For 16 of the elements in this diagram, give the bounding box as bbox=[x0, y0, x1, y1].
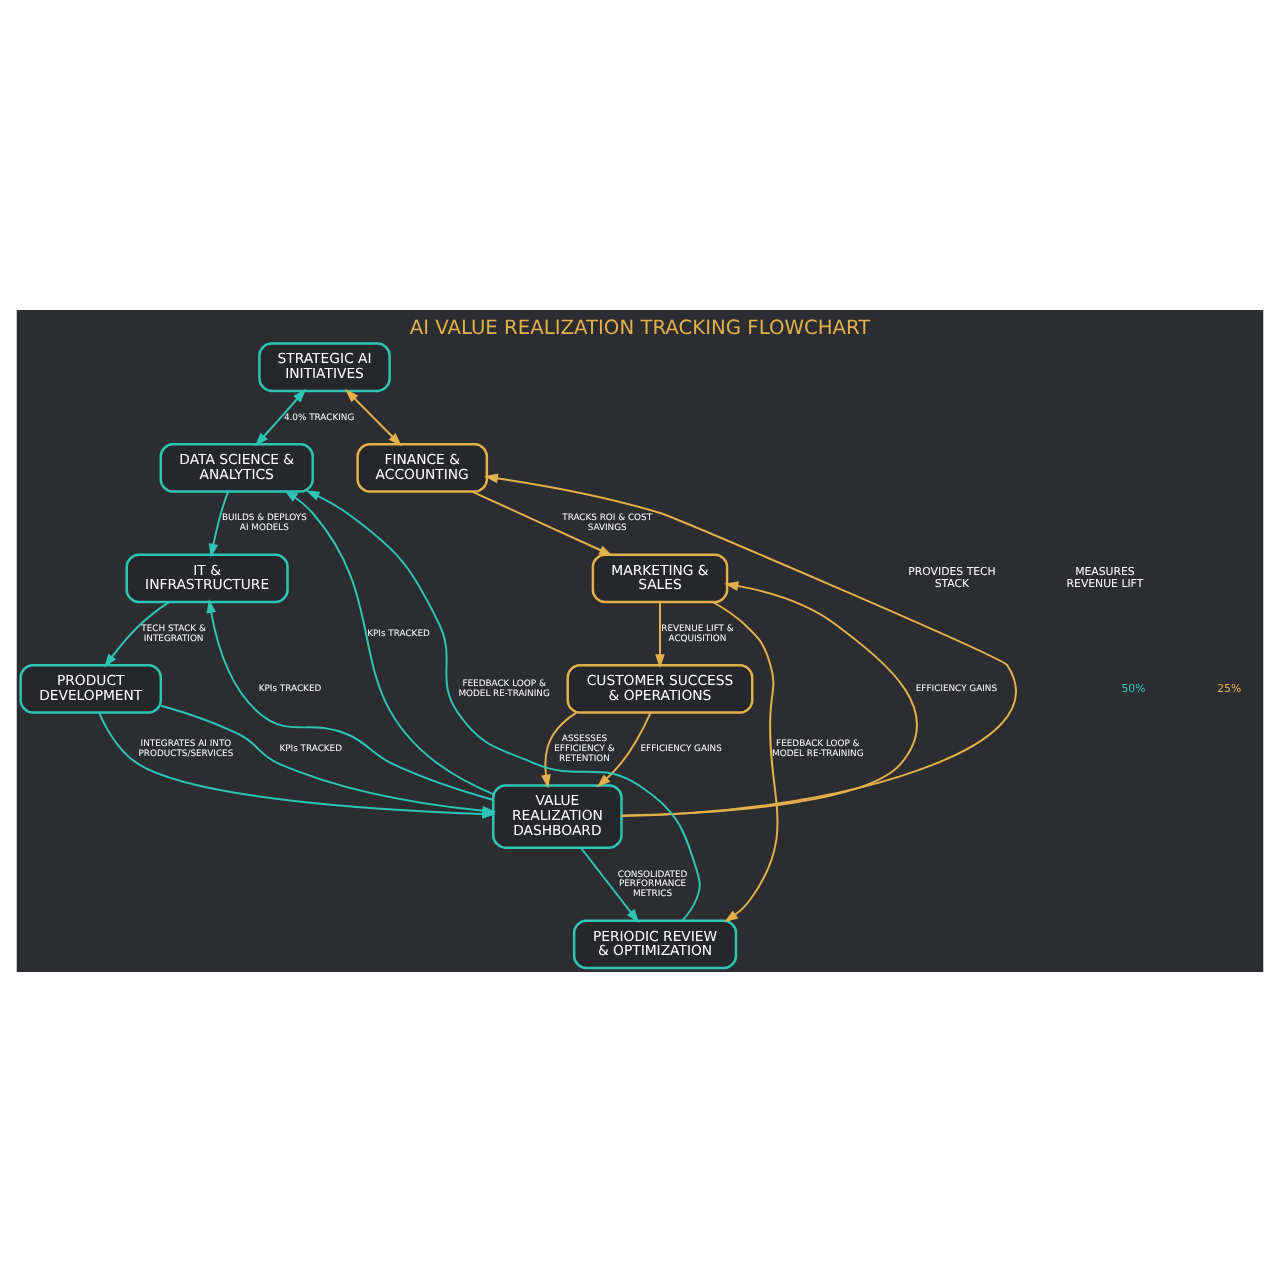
arrow bbox=[104, 600, 170, 667]
arrow bbox=[206, 598, 494, 800]
arrow bbox=[579, 845, 640, 922]
arrow bbox=[712, 600, 779, 922]
arrow bbox=[208, 489, 229, 557]
arrow bbox=[305, 489, 701, 921]
diagram-title: AI VALUE REALIZATION TRACKING FLOWCHART bbox=[409, 316, 871, 339]
arrow bbox=[541, 710, 578, 788]
arrow bbox=[160, 703, 497, 815]
arrow bbox=[471, 489, 613, 555]
arrow bbox=[596, 710, 652, 787]
arrow bbox=[620, 580, 919, 816]
arrow bbox=[255, 387, 307, 446]
arrow bbox=[284, 488, 495, 795]
arrow bbox=[655, 600, 665, 668]
arrow bbox=[345, 387, 402, 446]
